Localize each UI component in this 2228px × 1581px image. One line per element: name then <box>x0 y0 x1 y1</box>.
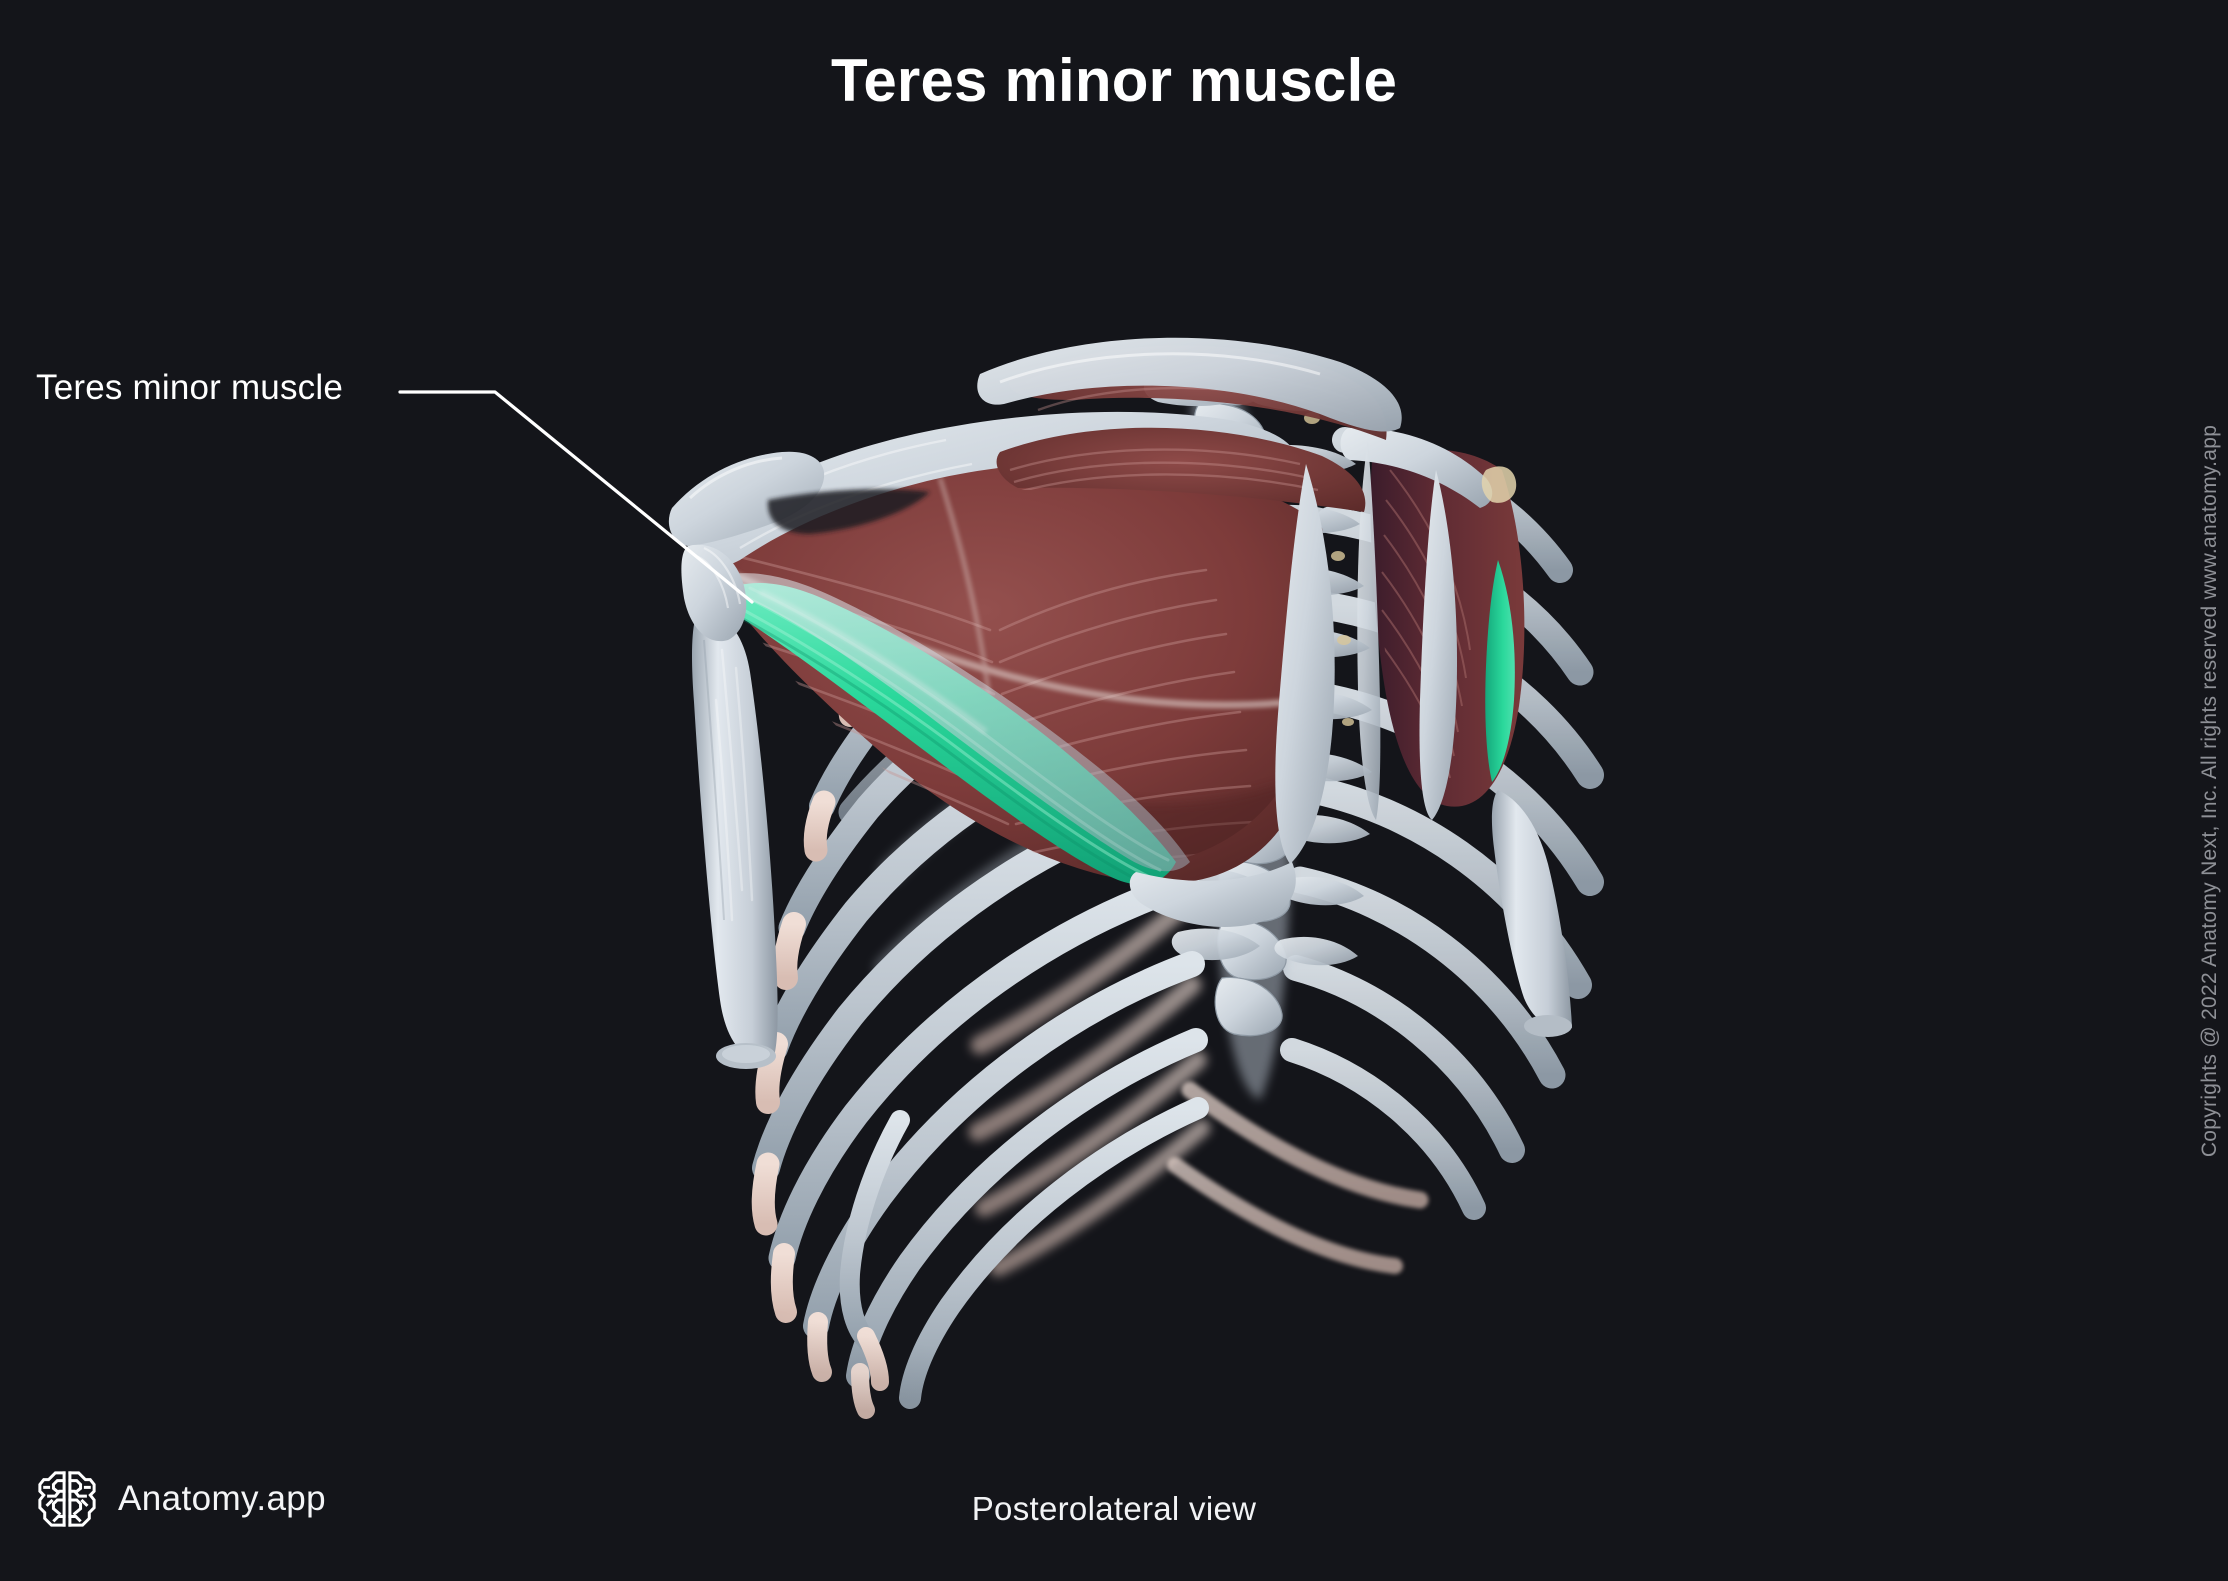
brand-logo-text: Anatomy.app <box>118 1479 327 1518</box>
leader-polyline <box>398 390 754 604</box>
brain-icon <box>38 1471 96 1527</box>
view-caption: Posterolateral view <box>971 1490 1257 1527</box>
annotation-label-teres-minor: Teres minor muscle <box>36 368 344 407</box>
page-title: Teres minor muscle <box>830 47 1398 114</box>
brand-logo[interactable]: Anatomy.app <box>36 1468 326 1530</box>
copyright-notice: Copyrights @ 2022 Anatomy Next, Inc. All… <box>2198 424 2221 1157</box>
